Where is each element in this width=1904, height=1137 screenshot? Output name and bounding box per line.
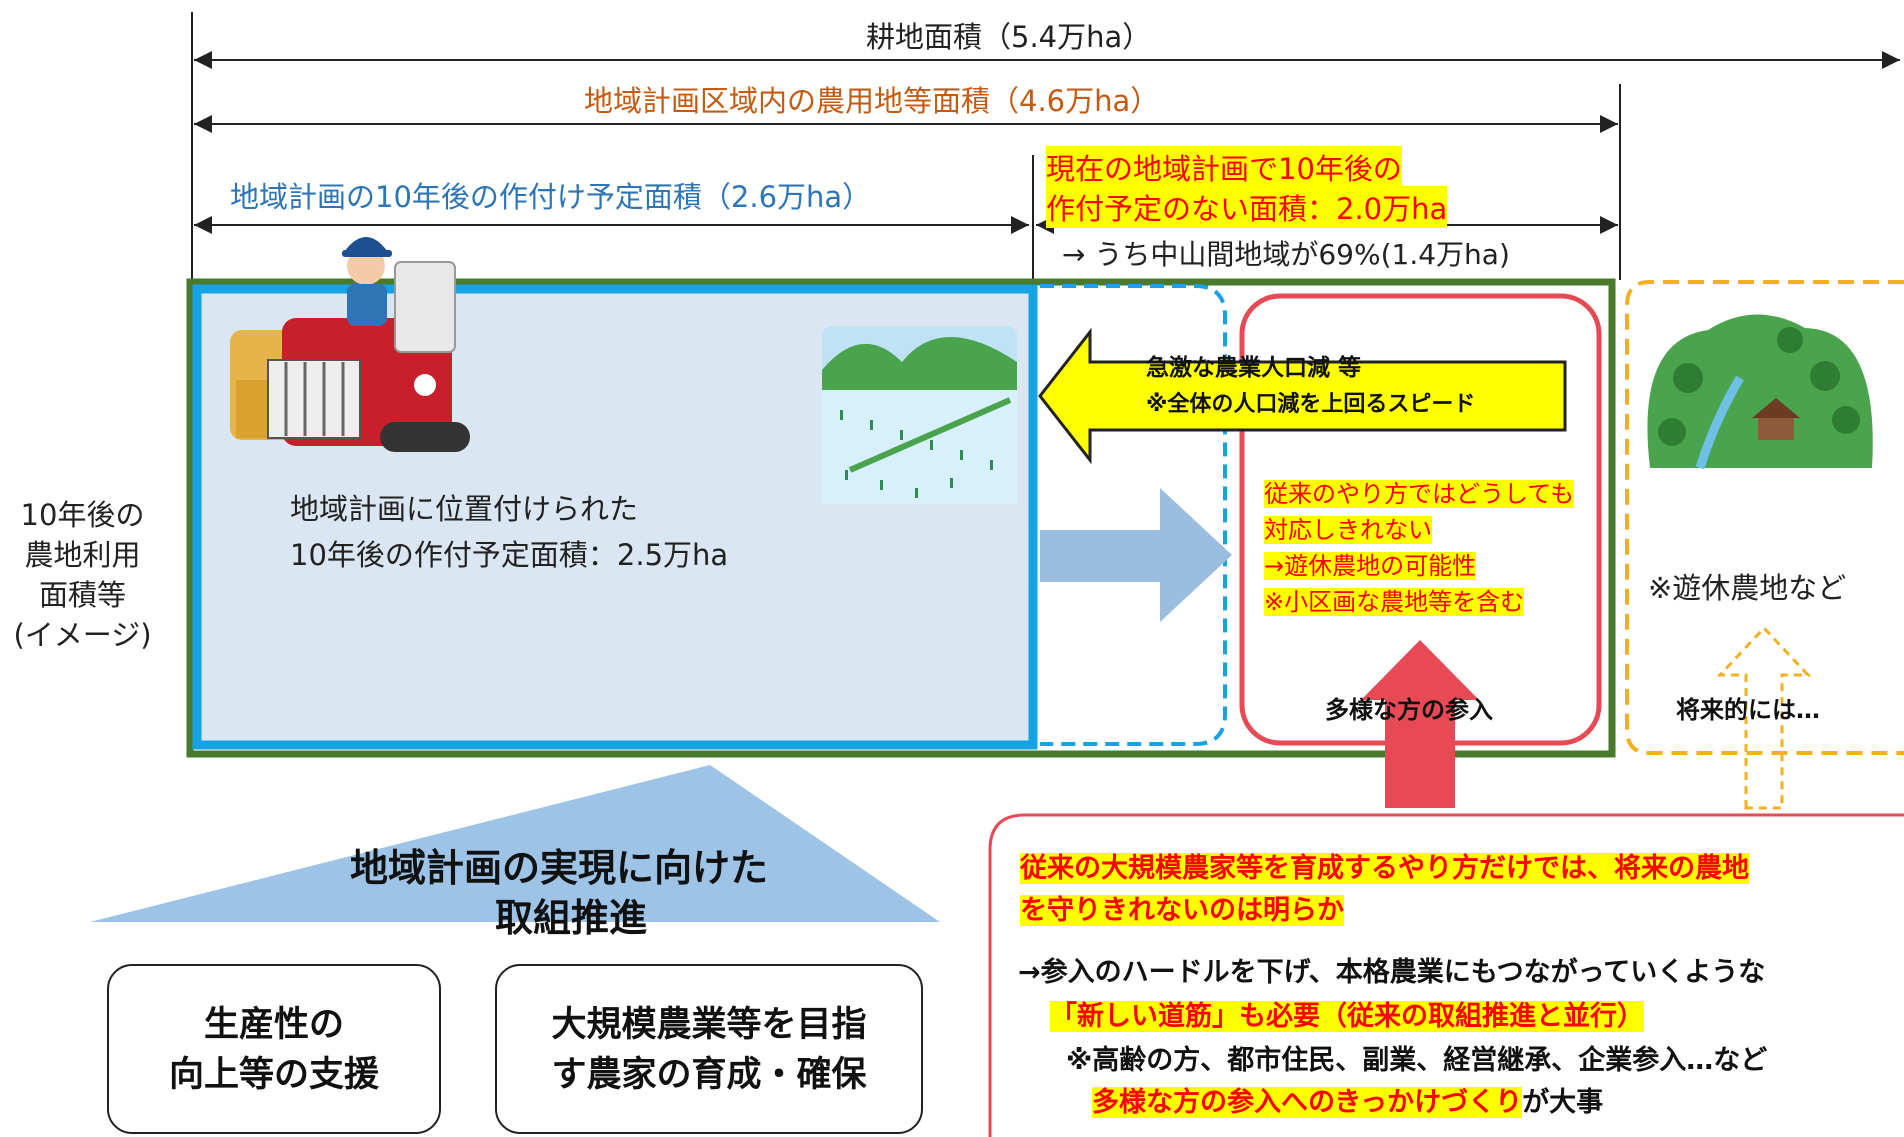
idle-farmland-note: ※遊休農地など xyxy=(1648,571,1847,605)
unplanned-area-label-1: 現在の地域計画で10年後の xyxy=(1046,146,1402,188)
reason-line: →遊休農地の可能性 xyxy=(1264,552,1477,580)
decline-text-1: 急激な農業人口減 等 xyxy=(1146,355,1362,381)
future-arrow xyxy=(1716,625,1812,810)
farmer-development-card xyxy=(495,964,923,1134)
decline-text-2: ※全体の人口減を上回るスピード xyxy=(1146,392,1476,417)
side-label-line: 10年後の xyxy=(20,498,145,532)
message-line-4: 「新しい道筋」も必要（従来の取組推進と並行） xyxy=(1050,1001,1644,1032)
farmland-area-frame xyxy=(186,278,1616,758)
idle-farmland-box xyxy=(1625,280,1904,755)
message-line-5: ※高齢の方、都市住民、副業、経営継承、企業参入…など xyxy=(1066,1045,1768,1076)
planned-area-desc-1: 地域計画に位置付けられた xyxy=(290,492,639,526)
message-line-2: を守りきれないのは明らか xyxy=(1020,895,1344,926)
side-label: 10年後の 農地利用 面積等 (イメージ) xyxy=(10,495,155,655)
message-line-1: 従来の大規模農家等を育成するやり方だけでは、将来の農地 xyxy=(1020,853,1749,884)
initiative-title-1: 地域計画の実現に向けた xyxy=(350,846,769,890)
message-line-6: 多様な方の参入へのきっかけづくりが大事 xyxy=(1092,1087,1604,1118)
planned-area-desc-2: 10年後の作付予定面積：2.5万ha xyxy=(290,538,729,572)
reason-line: 従来のやり方ではどうしても xyxy=(1264,480,1575,508)
initiative-title-2: 取組推進 xyxy=(495,896,648,940)
planned-area-label: 地域計画の10年後の作付け予定面積（2.6万ha） xyxy=(230,180,872,214)
plan-area-label: 地域計画区域内の農用地等面積（4.6万ha） xyxy=(580,78,1164,120)
side-label-line: 農地利用 xyxy=(24,538,141,572)
reason-line: ※小区画な農地等を含む xyxy=(1264,588,1525,616)
diverse-entry-label: 多様な方の参入 xyxy=(1325,696,1493,724)
future-label: 将来的には… xyxy=(1676,696,1820,724)
total-area-label: 耕地面積（5.4万ha） xyxy=(862,14,1156,56)
farmer-development-card-text: 大規模農業等を目指 す農家の育成・確保 xyxy=(551,1005,867,1095)
harvester-farmer-icon xyxy=(230,237,470,452)
population-decline-arrow xyxy=(1038,327,1567,465)
unplanned-area-label-2: 作付予定のない面積：2.0万ha xyxy=(1046,186,1448,228)
transition-arrow xyxy=(1040,488,1232,622)
mountain-village-icon xyxy=(1647,314,1873,470)
reason-line: 対応しきれない xyxy=(1264,516,1432,544)
message-line-3: →参入のハードルを下げ、本格農業にもつながっていくような xyxy=(1018,957,1766,988)
rice-field-icon xyxy=(822,326,1017,504)
side-label-line: (イメージ) xyxy=(13,618,152,652)
message-box xyxy=(988,813,1904,1137)
mountain-share-note: → うち中山間地域が69%(1.4万ha) xyxy=(1062,238,1510,271)
side-label-line: 面積等 xyxy=(38,578,126,612)
support-card xyxy=(107,964,441,1134)
initiative-triangle xyxy=(90,765,940,922)
entry-arrow xyxy=(1361,640,1479,808)
unplanned-reasons: 従来のやり方ではどうしても 対応しきれない →遊休農地の可能性 ※小区画な農地等… xyxy=(1264,476,1575,620)
support-card-text: 生産性の 向上等の支援 xyxy=(168,1005,379,1095)
dashed-transition-box xyxy=(1040,284,1227,746)
